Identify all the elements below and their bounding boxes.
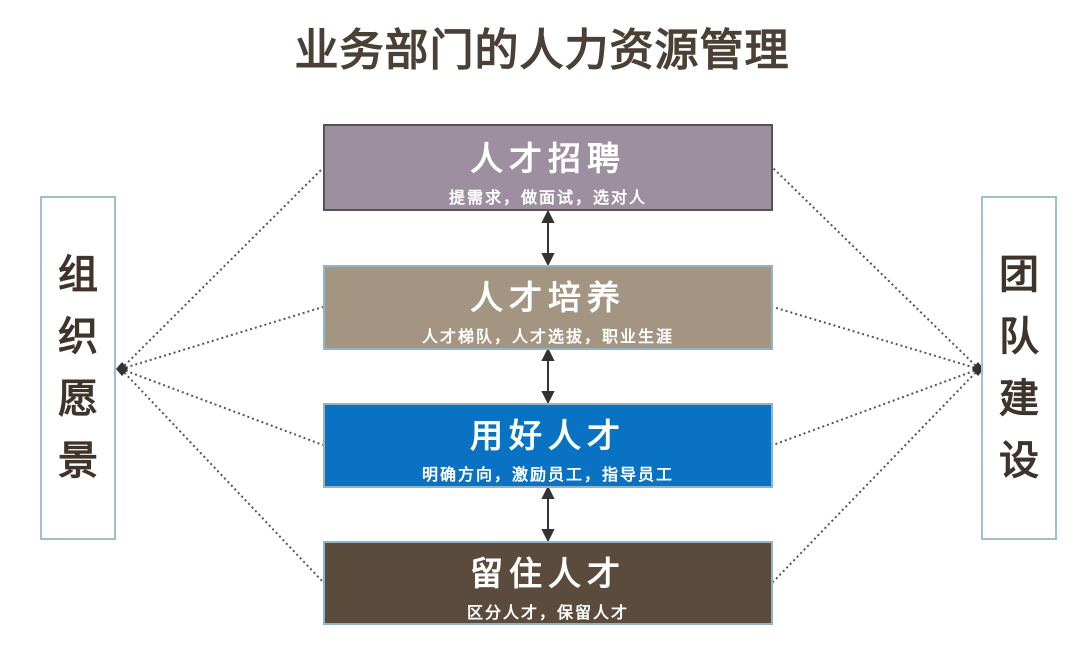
team-building-panel: 团 队 建 设 <box>981 196 1057 540</box>
left-char: 织 <box>58 313 98 360</box>
right-char: 建 <box>999 375 1039 422</box>
right-char: 队 <box>999 313 1039 360</box>
right-connector-1 <box>772 167 980 370</box>
box-title: 留住人才 <box>470 554 626 593</box>
left-connector-2 <box>120 306 324 370</box>
box-subtitle: 人才梯队，人才选拔，职业生涯 <box>421 327 674 346</box>
utilization-box: 用好人才 明确方向，激励员工，指导员工 <box>323 403 773 488</box>
box-subtitle: 明确方向，激励员工，指导员工 <box>421 465 674 484</box>
right-char: 团 <box>999 251 1039 298</box>
left-char: 组 <box>58 251 98 298</box>
left-char: 愿 <box>58 375 98 422</box>
left-connector-3 <box>120 368 324 446</box>
left-connector-4 <box>120 368 324 583</box>
right-connector-3 <box>772 368 980 446</box>
training-box: 人才培养 人才梯队，人才选拔，职业生涯 <box>323 265 773 350</box>
box-title: 用好人才 <box>470 416 626 455</box>
right-connector-2 <box>772 306 980 370</box>
left-fan-point <box>116 362 128 376</box>
right-char: 设 <box>999 437 1039 484</box>
box-title: 人才培养 <box>470 278 626 317</box>
box-subtitle: 区分人才，保留人才 <box>466 603 629 622</box>
page-title: 业务部门的人力资源管理 <box>294 25 790 76</box>
box-subtitle: 提需求，做面试，选对人 <box>448 188 647 207</box>
left-char: 景 <box>58 437 98 484</box>
box-title: 人才招聘 <box>470 139 626 178</box>
organization-vision-panel: 组 织 愿 景 <box>40 196 116 540</box>
retention-box: 留住人才 区分人才，保留人才 <box>323 541 773 625</box>
right-connector-4 <box>772 368 980 583</box>
recruitment-box: 人才招聘 提需求，做面试，选对人 <box>323 124 773 211</box>
